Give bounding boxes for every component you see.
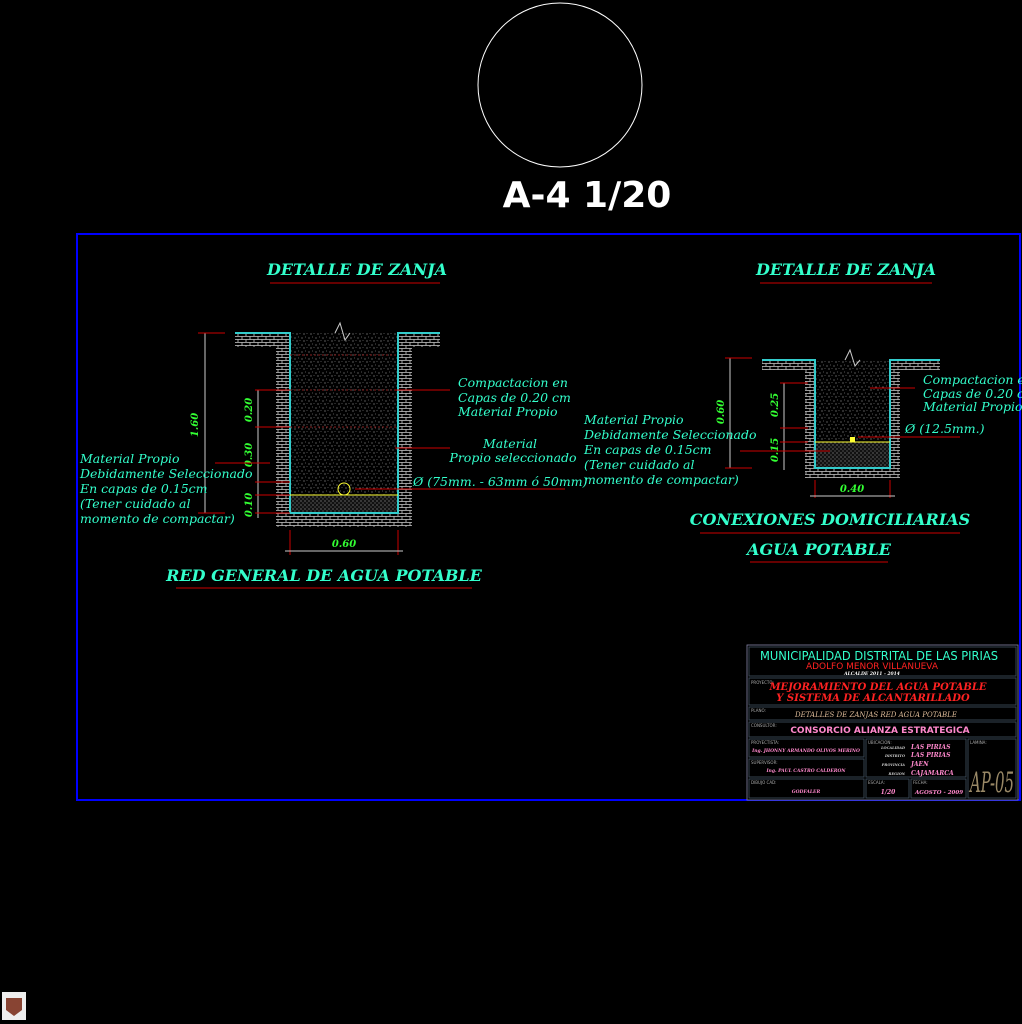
tb-location-key: LOCALIDAD	[880, 746, 906, 750]
viewport-circle	[477, 2, 643, 168]
pipe-icon	[850, 437, 855, 442]
tb-location-key: REGION	[888, 772, 906, 776]
tb-location-label: UBICACION:	[868, 740, 892, 745]
right-detail-title: DETALLE DE ZANJA	[755, 260, 936, 279]
tb-supervisor: Ing. PAUL CASTRO CALDERON	[765, 768, 846, 774]
right-detail-subtitle-2: AGUA POTABLE	[745, 540, 892, 559]
tb-location-value: LAS PIRIAS	[910, 744, 951, 751]
tb-municipality: MUNICIPALIDAD DISTRITAL DE LAS PIRIAS	[760, 648, 998, 663]
tb-scale: 1/20	[881, 789, 897, 796]
app-logo-icon	[2, 992, 26, 1020]
tb-consultant-label: CONSULTOR:	[751, 723, 777, 728]
right-detail-subtitle-1: CONEXIONES DOMICILIARIAS	[690, 510, 970, 529]
dim-1: 0.25	[770, 393, 781, 417]
note-pipe: Ø (12.5mm.)	[904, 421, 985, 436]
dim-2: 0.30	[244, 443, 255, 467]
tb-mayor: ADOLFO MENOR VILLANUEVA	[806, 662, 938, 672]
dim-2: 0.15	[770, 438, 781, 462]
tb-supervisor-label: SUPERVISOR:	[751, 760, 778, 765]
right-trench-detail: DETALLE DE ZANJA 0.60 0.25 0.15 0.40 Com…	[583, 260, 1022, 563]
tb-consultant: CONSORCIO ALIANZA ESTRATEGICA	[790, 726, 969, 736]
tb-period: ALCALDE 2011 - 2014	[843, 671, 900, 677]
tb-cad: GODFALER	[792, 789, 821, 795]
sheet-label: A-4 1/20	[503, 175, 672, 216]
drawing-frame	[76, 233, 1021, 801]
dim-1: 0.20	[244, 398, 255, 422]
note-pipe: Ø (75mm. - 63mm ó 50mm)	[412, 474, 588, 489]
tb-designer: Ing. JHONNY ARMANDO OLIVOS MERINO	[751, 748, 860, 754]
title-block: MUNICIPALIDAD DISTRITAL DE LAS PIRIAS AD…	[746, 644, 1019, 801]
left-detail-subtitle: RED GENERAL DE AGUA POTABLE	[165, 566, 483, 585]
tb-sheet-label: LAMINA:	[970, 740, 987, 745]
tb-location-value: JAEN	[910, 761, 929, 768]
left-detail-title: DETALLE DE ZANJA	[266, 260, 447, 279]
tb-location-key: PROVINCIA	[881, 763, 906, 767]
tb-sheet: AP-05	[968, 766, 1014, 799]
dim-total: 0.60	[716, 400, 727, 424]
pipe-icon	[337, 482, 351, 496]
dim-width: 0.40	[840, 484, 864, 495]
tb-cad-label: DIBUJO CAD:	[751, 780, 777, 785]
tb-date: AGOSTO - 2009	[914, 790, 963, 796]
tb-designer-label: PROYECTISTA:	[751, 740, 779, 745]
dim-width: 0.60	[332, 539, 356, 550]
tb-plan-label: PLANO:	[751, 708, 766, 713]
tb-location-value: CAJAMARCA	[911, 770, 954, 777]
tb-scale-label: ESCALA:	[868, 780, 885, 785]
left-trench-detail: DETALLE DE ZANJA 1.60 0.20 0.30 0.10 0.6…	[79, 260, 588, 589]
dim-3: 0.10	[244, 493, 255, 517]
tb-plan: DETALLES DE ZANJAS RED AGUA POTABLE	[794, 711, 957, 719]
dim-total: 1.60	[190, 413, 201, 437]
tb-date-label: FECHA:	[913, 780, 928, 785]
tb-project-label: PROYECTO:	[751, 680, 774, 685]
tb-location-key: DISTRITO	[884, 754, 906, 758]
tb-location-value: LAS PIRIAS	[910, 752, 951, 759]
